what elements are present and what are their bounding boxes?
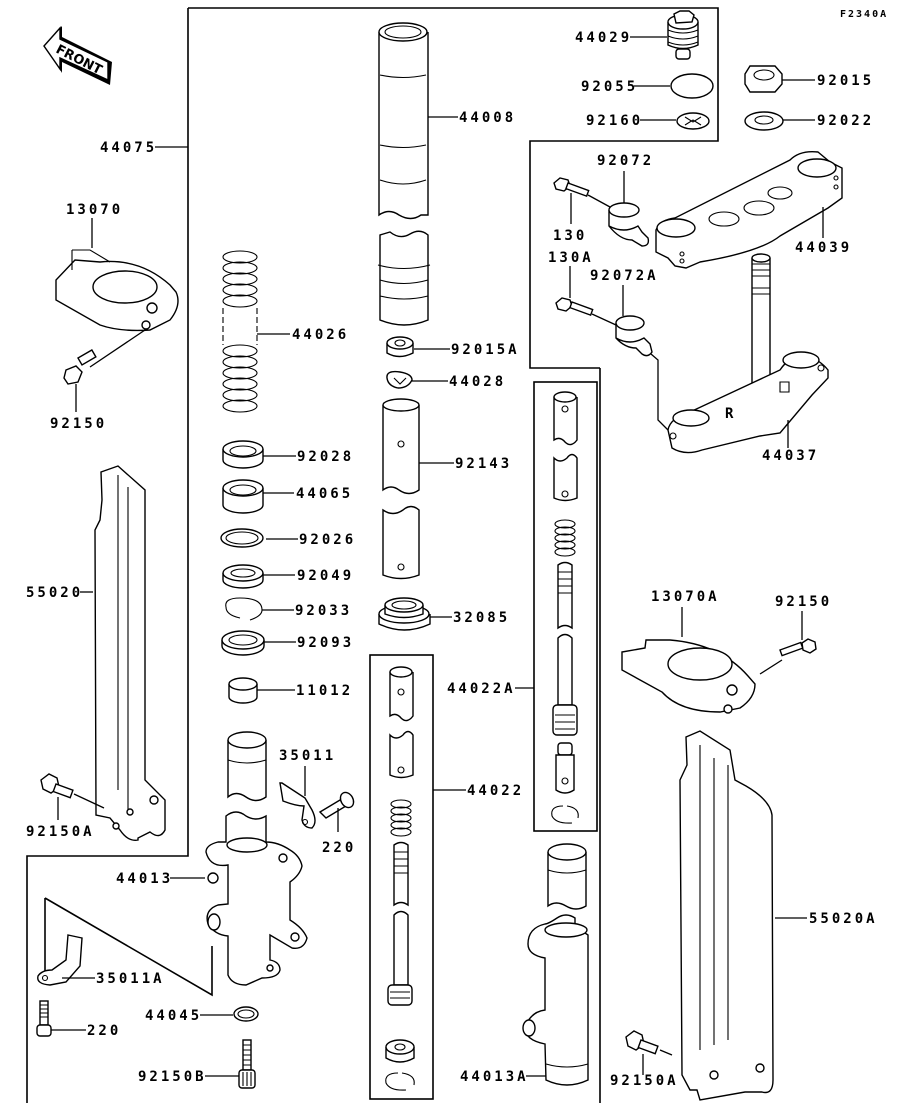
label-32085: 32085 — [453, 610, 510, 626]
collar-92072 — [608, 202, 650, 247]
assembly-frame-44075 — [26, 7, 719, 1103]
bolt-130A — [555, 297, 594, 317]
label-92160: 92160 — [586, 113, 643, 129]
damper-kit-44022A — [551, 391, 579, 824]
label-92028: 92028 — [297, 449, 354, 465]
bushing-92028 — [222, 440, 264, 469]
fork-bottom-44013 — [205, 811, 308, 986]
label-13070: 13070 — [66, 202, 123, 218]
bolt-92150B — [238, 1039, 256, 1089]
clamp-side-marker: R — [725, 406, 736, 422]
label-220-upper: 220 — [322, 840, 356, 856]
nut-92015A — [386, 336, 414, 358]
label-35011: 35011 — [279, 748, 336, 764]
label-55020: 55020 — [26, 585, 83, 601]
washer-92160 — [676, 112, 710, 130]
bushing-44065 — [222, 479, 264, 514]
fork-guard-55020 — [94, 465, 166, 841]
label-44008: 44008 — [459, 110, 516, 126]
figure-code: F2340A — [840, 9, 888, 20]
washer-44028 — [386, 370, 413, 389]
bracket-35011A — [37, 934, 83, 986]
label-44022A: 44022A — [447, 681, 516, 697]
fork-clamp-13070A — [621, 639, 756, 714]
bracket-35011 — [279, 782, 316, 829]
label-11012: 11012 — [296, 683, 353, 699]
bolt-92150A-left — [40, 773, 74, 799]
sub-frame-35011A — [44, 897, 213, 997]
label-92150A-left: 92150A — [26, 824, 95, 840]
label-92022: 92022 — [817, 113, 874, 129]
spring-44026 — [222, 250, 258, 413]
label-92049: 92049 — [297, 568, 354, 584]
bushing-11012 — [228, 677, 258, 704]
pipe-92143 — [382, 398, 420, 580]
collar-92072A — [615, 315, 653, 357]
nut-92015 — [744, 65, 783, 93]
label-44037: 44037 — [762, 448, 819, 464]
label-92026: 92026 — [299, 532, 356, 548]
circlip-92033 — [225, 597, 263, 621]
label-55020A: 55020A — [809, 911, 878, 927]
label-92150-right: 92150 — [775, 594, 832, 610]
lower-triple-clamp-44037: R — [667, 253, 829, 454]
label-220-lower: 220 — [87, 1023, 121, 1039]
label-44039: 44039 — [795, 240, 852, 256]
gasket-44045 — [233, 1006, 259, 1022]
label-44045: 44045 — [145, 1008, 202, 1024]
dust-seal-92093 — [221, 630, 265, 656]
label-92143: 92143 — [455, 456, 512, 472]
label-92150A-right: 92150A — [610, 1073, 679, 1089]
washer-92026 — [220, 528, 264, 548]
label-44029: 44029 — [575, 30, 632, 46]
fork-clamp-13070 — [55, 249, 179, 332]
label-92150B: 92150B — [138, 1069, 207, 1085]
upper-triple-clamp-44039 — [655, 150, 843, 269]
inner-tube-left — [227, 731, 267, 802]
label-92033: 92033 — [295, 603, 352, 619]
label-44026: 44026 — [292, 327, 349, 343]
kit-box-44022A — [533, 381, 598, 832]
label-44028: 44028 — [449, 374, 506, 390]
label-44075: 44075 — [100, 140, 157, 156]
label-92072: 92072 — [597, 153, 654, 169]
fork-bottom-44013A — [522, 843, 589, 1086]
label-35011A: 35011A — [96, 971, 165, 987]
cap-bolt-44029 — [667, 10, 699, 60]
damper-kit-44022 — [385, 666, 415, 1091]
screw-220-upper — [318, 791, 355, 819]
label-92055: 92055 — [581, 79, 638, 95]
bolt-92150-left — [63, 349, 97, 385]
front-arrow-icon: FRONT — [43, 26, 112, 85]
label-92093: 92093 — [297, 635, 354, 651]
kit-box-44022 — [369, 654, 434, 1100]
oil-seal-92049 — [222, 564, 264, 589]
bolt-92150-right — [779, 638, 817, 657]
label-130: 130 — [553, 228, 587, 244]
o-ring-92055 — [670, 73, 714, 99]
cap-32085 — [378, 597, 431, 631]
label-92150-left: 92150 — [50, 416, 107, 432]
label-130A: 130A — [548, 250, 594, 266]
label-44013: 44013 — [116, 871, 173, 887]
bolt-92150A-right — [625, 1030, 659, 1055]
label-13070A: 13070A — [651, 589, 720, 605]
label-44065: 44065 — [296, 486, 353, 502]
label-92072A: 92072A — [590, 268, 659, 284]
label-92015: 92015 — [817, 73, 874, 89]
screw-220-lower — [36, 1000, 52, 1037]
washer-92022 — [744, 111, 784, 131]
label-92015A: 92015A — [451, 342, 520, 358]
label-44022: 44022 — [467, 783, 524, 799]
outer-tube-44008 — [377, 22, 431, 326]
label-44013A: 44013A — [460, 1069, 529, 1085]
bolt-130 — [553, 177, 590, 198]
fork-guard-55020A — [679, 730, 774, 1101]
